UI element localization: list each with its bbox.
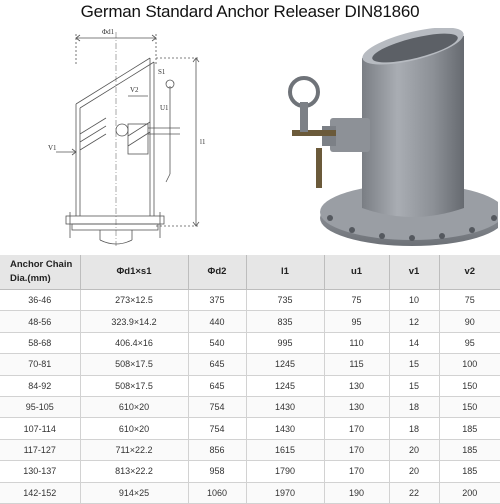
cell-v1: 14: [389, 332, 440, 355]
cell-l1: 1430: [246, 396, 325, 419]
cell-v1: 18: [389, 417, 440, 440]
cell-d1-s1: 610×20: [80, 396, 189, 419]
cell-d1-s1: 508×17.5: [80, 353, 189, 376]
cell-l1: 1970: [246, 482, 325, 504]
cell-u1: 190: [324, 482, 390, 504]
header-l1: l1: [246, 255, 325, 290]
cell-v1: 20: [389, 460, 440, 483]
cell-anchor-chain: 36-46: [0, 289, 81, 312]
header-u1: u1: [324, 255, 390, 290]
cell-u1: 130: [324, 375, 390, 397]
cell-v2: 150: [439, 375, 500, 397]
cell-d1-s1: 711×22.2: [80, 439, 189, 462]
cell-anchor-chain: 58-68: [0, 332, 81, 355]
cell-d1-s1: 406.4×16: [80, 332, 189, 355]
cell-v2: 185: [439, 460, 500, 483]
cell-u1: 110: [324, 332, 390, 355]
cell-v1: 10: [389, 289, 440, 312]
table-header-row: Anchor Chain Dia.(mm) Φd1×s1 Φd2 l1 u1 v…: [0, 255, 500, 290]
cell-l1: 1615: [246, 439, 325, 462]
cell-anchor-chain: 95-105: [0, 396, 81, 419]
cell-v2: 95: [439, 332, 500, 355]
cell-v1: 18: [389, 396, 440, 419]
label-s1: S1: [158, 68, 166, 76]
cell-u1: 130: [324, 396, 390, 419]
cell-l1: 995: [246, 332, 325, 355]
cell-v2: 200: [439, 482, 500, 504]
cell-d2: 856: [188, 439, 247, 462]
label-l1: l1: [200, 138, 206, 146]
cell-anchor-chain: 70-81: [0, 353, 81, 376]
cell-l1: 1245: [246, 375, 325, 397]
cell-l1: 1245: [246, 353, 325, 376]
cell-anchor-chain: 130-137: [0, 460, 81, 483]
cell-d2: 754: [188, 417, 247, 440]
page-title: German Standard Anchor Releaser DIN81860: [80, 2, 420, 21]
cell-u1: 170: [324, 417, 390, 440]
cell-d1-s1: 813×22.2: [80, 460, 189, 483]
cell-d1-s1: 273×12.5: [80, 289, 189, 312]
cell-anchor-chain: 107-114: [0, 417, 81, 440]
cell-v1: 15: [389, 375, 440, 397]
cell-v2: 75: [439, 289, 500, 312]
technical-drawing: Φd1 S1 V1 V2 U1 l1: [48, 28, 206, 246]
header-v1: v1: [389, 255, 440, 290]
cell-anchor-chain: 48-56: [0, 310, 81, 333]
cell-anchor-chain: 84-92: [0, 375, 81, 397]
cell-d2: 645: [188, 375, 247, 397]
cell-d1-s1: 914×25: [80, 482, 189, 504]
cell-l1: 1790: [246, 460, 325, 483]
cell-l1: 1430: [246, 417, 325, 440]
label-u1: U1: [160, 104, 169, 112]
cell-d2: 1060: [188, 482, 247, 504]
cell-u1: 95: [324, 310, 390, 333]
cell-v1: 12: [389, 310, 440, 333]
cell-d2: 645: [188, 353, 247, 376]
cell-d1-s1: 610×20: [80, 417, 189, 440]
cell-l1: 735: [246, 289, 325, 312]
label-v2: V2: [130, 86, 139, 94]
cell-u1: 170: [324, 439, 390, 462]
cell-d2: 958: [188, 460, 247, 483]
header-d1-s1: Φd1×s1: [80, 255, 189, 290]
cell-v1: 20: [389, 439, 440, 462]
cell-u1: 75: [324, 289, 390, 312]
cell-anchor-chain: 142-152: [0, 482, 81, 504]
cell-d1-s1: 323.9×14.2: [80, 310, 189, 333]
cell-v2: 150: [439, 396, 500, 419]
cell-d2: 440: [188, 310, 247, 333]
spec-table: Anchor Chain Dia.(mm) Φd1×s1 Φd2 l1 u1 v…: [0, 255, 500, 504]
cell-d2: 540: [188, 332, 247, 355]
cell-v2: 90: [439, 310, 500, 333]
cell-v2: 185: [439, 417, 500, 440]
cell-anchor-chain: 117-127: [0, 439, 81, 462]
cell-d1-s1: 508×17.5: [80, 375, 189, 397]
cell-v1: 15: [389, 353, 440, 376]
header-d2: Φd2: [188, 255, 247, 290]
cell-v2: 185: [439, 439, 500, 462]
header-v2: v2: [439, 255, 500, 290]
cell-v1: 22: [389, 482, 440, 504]
cell-u1: 115: [324, 353, 390, 376]
product-photo: [288, 28, 498, 246]
cell-d2: 375: [188, 289, 247, 312]
label-d1: Φd1: [102, 28, 115, 36]
label-v1: V1: [48, 144, 57, 152]
cell-l1: 835: [246, 310, 325, 333]
header-anchor-chain: Anchor Chain Dia.(mm): [0, 255, 81, 290]
cell-u1: 170: [324, 460, 390, 483]
cell-v2: 100: [439, 353, 500, 376]
cell-d2: 754: [188, 396, 247, 419]
